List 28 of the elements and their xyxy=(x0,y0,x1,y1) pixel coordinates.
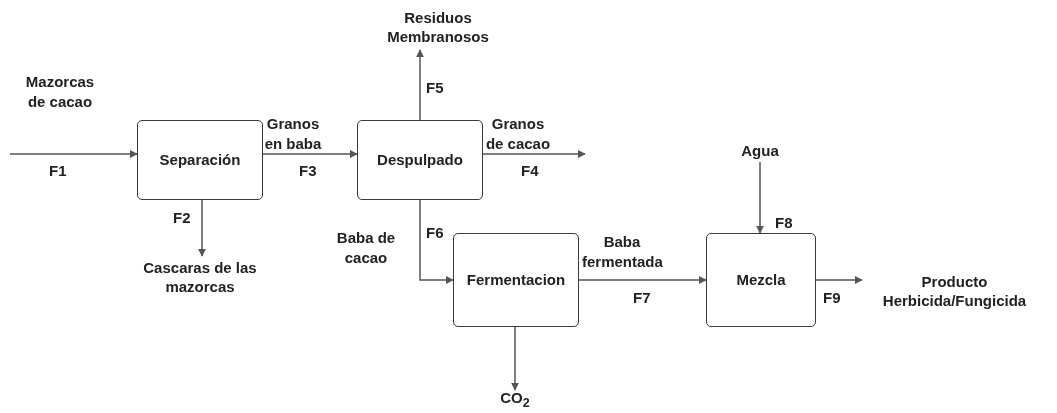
flow-arrow xyxy=(511,326,519,391)
flow-arrow xyxy=(9,150,138,158)
output-text: Residuos Membranosos xyxy=(380,6,496,50)
process-name: Mezcla xyxy=(736,270,786,290)
flow-arrow xyxy=(419,199,454,284)
process-box xyxy=(706,233,816,327)
process-box xyxy=(453,233,579,327)
flow-arrow xyxy=(198,199,206,257)
flow-arrow xyxy=(578,276,707,284)
output-text: CO$_{2}$ xyxy=(495,390,535,410)
flow-arrow xyxy=(756,161,764,234)
input-text: Agua xyxy=(738,140,782,162)
output-text: Producto Herbicida/Fungicida xyxy=(862,270,1047,314)
output-text: Cascaras de las mazorcas xyxy=(115,256,285,300)
flow-arrow xyxy=(262,150,358,158)
process-name: Separación xyxy=(159,150,241,170)
material-label: Granos de cacao xyxy=(484,114,552,153)
material-label: Baba de cacao xyxy=(335,228,397,267)
process-name: Despulpado xyxy=(377,150,463,170)
material-label: Mazorcas de cacao xyxy=(24,72,96,111)
material-label: Granos en baba xyxy=(263,114,323,153)
flow-arrow xyxy=(815,276,863,284)
flow-arrow xyxy=(416,49,424,121)
process-box xyxy=(357,120,483,200)
process-name: Fermentacion xyxy=(466,270,566,290)
process-box xyxy=(137,120,263,200)
flow-arrow xyxy=(482,150,586,158)
material-label: Baba fermentada xyxy=(582,232,662,271)
